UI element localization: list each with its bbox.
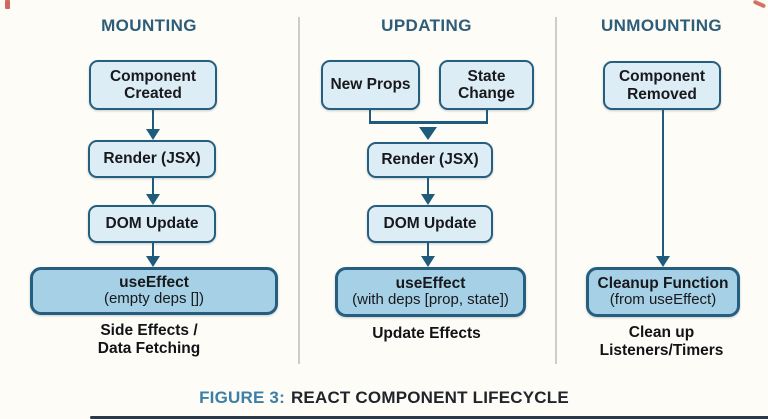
figure-caption-title: REACT COMPONENT LIFECYCLE <box>290 388 569 407</box>
arrow-down-icon <box>426 178 430 194</box>
merge-connector <box>368 110 372 123</box>
component-removed-box: Component Removed <box>603 61 721 110</box>
cleanup-function-box: Cleanup Function (from useEffect) <box>586 267 740 317</box>
red-corner-mark-left <box>5 0 10 9</box>
render-jsx-label: Render (JSX) <box>103 150 201 168</box>
state-change-label: State Change <box>458 67 515 102</box>
useeffect-mount-detail: (empty deps []) <box>103 290 205 308</box>
updating-column: UPDATING New Props State Change Render (… <box>298 0 555 419</box>
bottom-video-bar <box>90 415 768 419</box>
arrow-down-icon <box>426 243 430 256</box>
new-props-label: New Props <box>330 76 411 94</box>
unmounting-header: UNMOUNTING <box>600 16 723 35</box>
figure-caption: FIGURE 3: REACT COMPONENT LIFECYCLE <box>0 388 768 408</box>
arrow-down-icon <box>146 194 160 205</box>
updating-footnote-line1: Update Effects <box>372 325 481 342</box>
render-jsx-box: Render (JSX) <box>367 142 493 178</box>
arrow-down-icon <box>146 129 160 140</box>
updating-header: UPDATING <box>381 16 472 35</box>
unmounting-footnote: Clean up Listeners/Timers <box>555 324 768 361</box>
merge-connector <box>485 110 489 123</box>
render-jsx-label: Render (JSX) <box>381 151 479 169</box>
render-jsx-box: Render (JSX) <box>88 140 216 178</box>
new-props-box: New Props <box>321 60 420 110</box>
unmounting-column: UNMOUNTING Component Removed Cleanup Fun… <box>555 0 768 419</box>
dom-update-box: DOM Update <box>88 205 216 243</box>
dom-update-label: DOM Update <box>383 215 477 233</box>
mounting-footnote: Side Effects / Data Fetching <box>0 322 298 359</box>
arrow-down-icon <box>421 194 435 205</box>
column-divider-right <box>555 17 557 364</box>
mounting-column: MOUNTING Component Created Render (JSX) … <box>0 0 298 419</box>
mounting-header: MOUNTING <box>101 16 197 35</box>
arrow-down-icon <box>146 256 160 267</box>
cleanup-function-detail: (from useEffect) <box>609 291 717 309</box>
component-removed-label: Component Removed <box>618 68 706 103</box>
component-created-label: Component Created <box>109 67 197 102</box>
cleanup-function-title: Cleanup Function <box>597 274 729 292</box>
arrow-down-icon <box>151 110 155 129</box>
useeffect-update-title: useEffect <box>395 274 466 292</box>
merge-connector <box>368 121 489 124</box>
dom-update-label: DOM Update <box>105 215 199 233</box>
mounting-footnote-line1: Side Effects / <box>100 322 198 339</box>
arrow-down-icon <box>656 256 670 267</box>
column-divider-left <box>298 17 300 364</box>
updating-footnote: Update Effects <box>298 325 555 343</box>
useeffect-mount-title: useEffect <box>119 273 189 291</box>
arrow-down-icon <box>151 243 155 256</box>
useeffect-update-box: useEffect (with deps [prop, state]) <box>335 267 526 317</box>
arrow-down-icon <box>421 256 435 267</box>
unmounting-footnote-line2: Listeners/Timers <box>599 342 724 360</box>
mounting-footnote-line2: Data Fetching <box>97 340 201 358</box>
arrow-down-icon <box>661 110 665 256</box>
dom-update-box: DOM Update <box>367 205 493 243</box>
figure-caption-number: FIGURE 3: <box>199 388 285 407</box>
arrow-down-icon <box>419 127 437 140</box>
unmounting-footnote-line1: Clean up <box>628 324 695 341</box>
component-created-box: Component Created <box>89 60 217 110</box>
arrow-down-icon <box>151 178 155 194</box>
state-change-box: State Change <box>439 60 534 110</box>
useeffect-update-detail: (with deps [prop, state]) <box>352 291 509 309</box>
useeffect-mount-box: useEffect (empty deps []) <box>30 267 278 315</box>
